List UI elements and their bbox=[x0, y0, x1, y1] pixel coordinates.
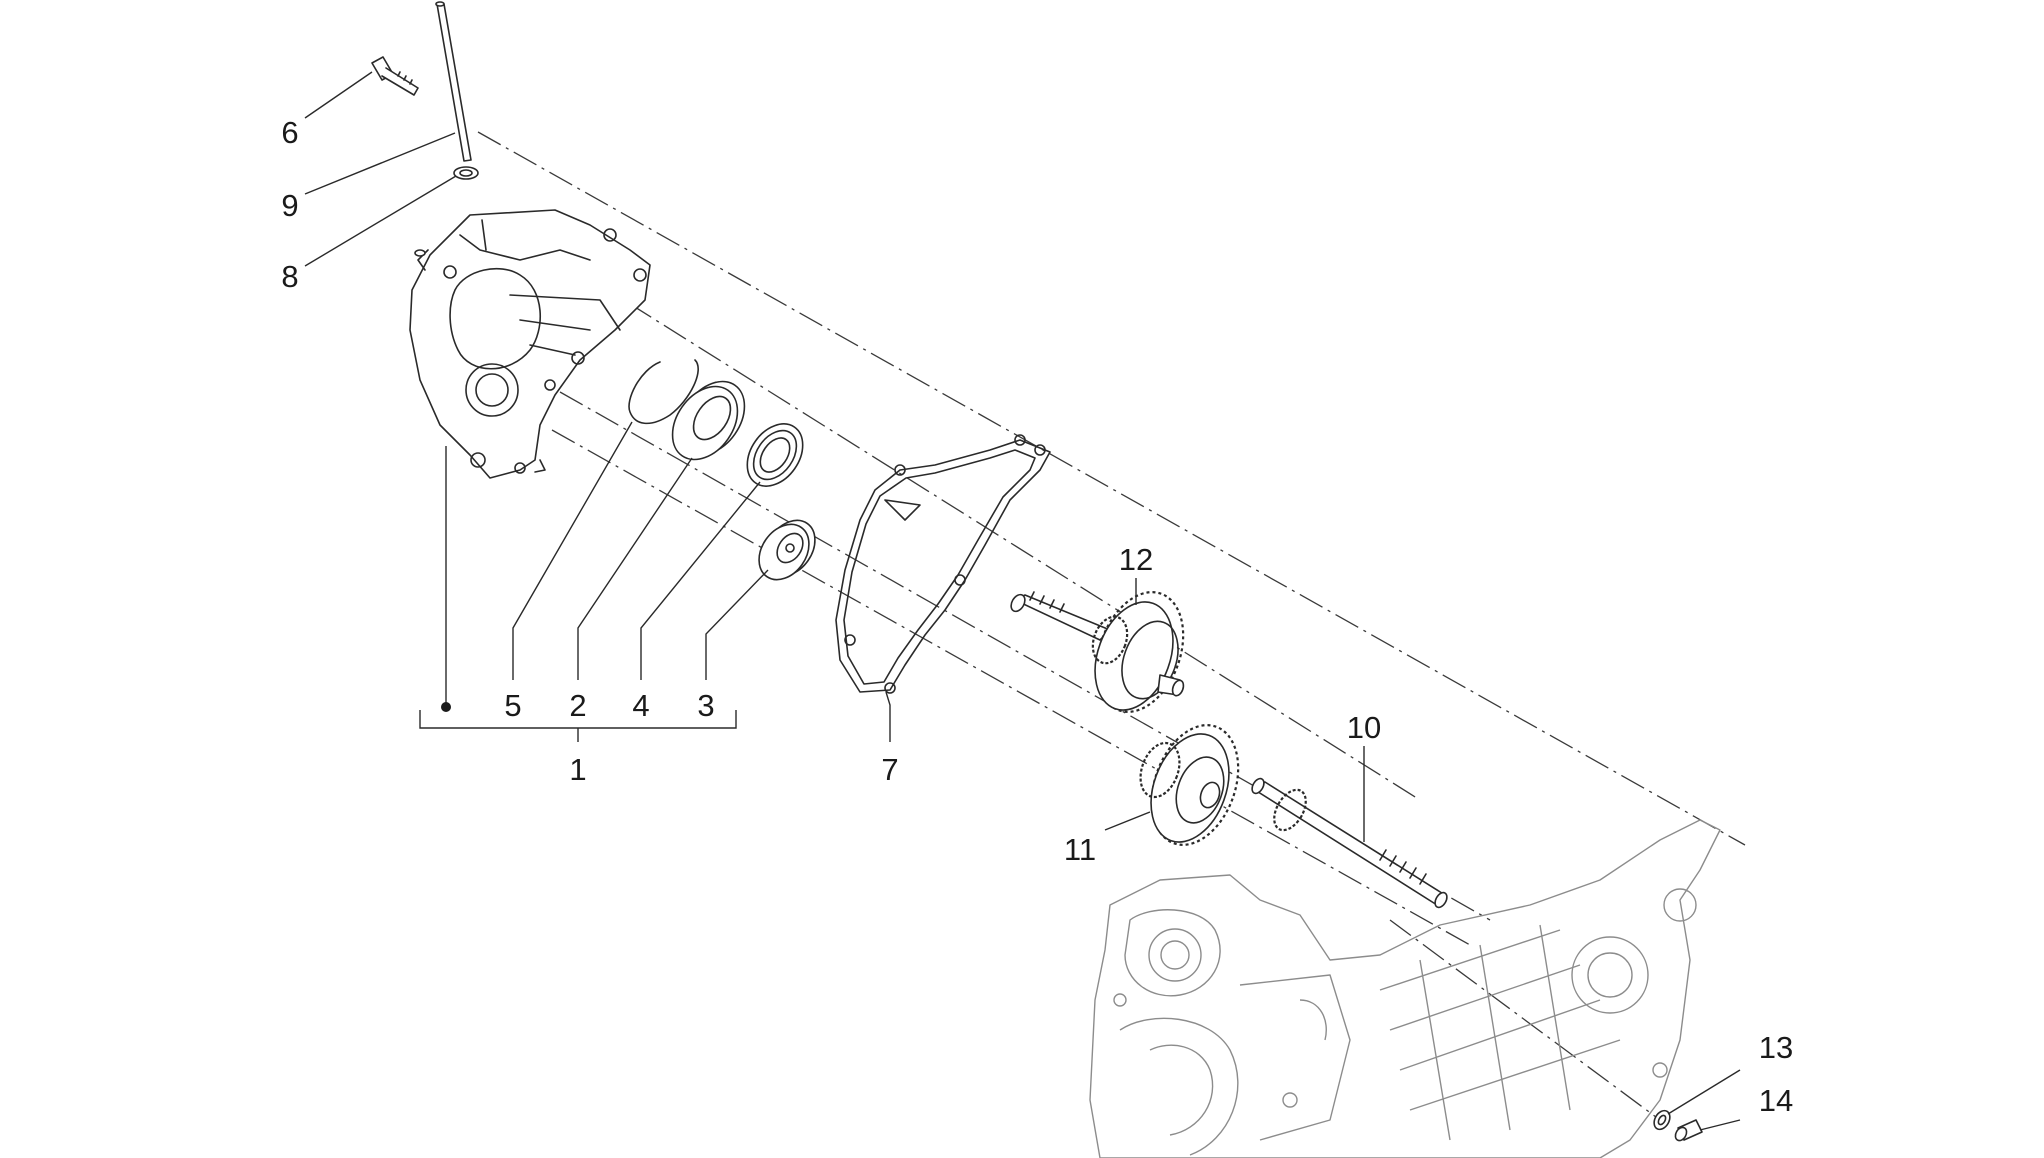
bearing-part-3 bbox=[758, 519, 816, 581]
leader-lines bbox=[304, 71, 1741, 1131]
callout-12: 12 bbox=[1119, 542, 1153, 577]
callout-6: 6 bbox=[281, 115, 298, 150]
callout-8: 8 bbox=[281, 259, 298, 294]
transmission-cover bbox=[409, 209, 651, 479]
bearing-part-2 bbox=[671, 380, 746, 461]
callout-9: 9 bbox=[281, 188, 298, 223]
seal-part-4 bbox=[746, 423, 804, 487]
assembly-axes bbox=[477, 131, 1746, 1121]
callout-10: 10 bbox=[1347, 710, 1381, 745]
gear-shaft-part-12 bbox=[1010, 591, 1185, 713]
callout-11: 11 bbox=[1064, 832, 1096, 867]
assembly-marker-dot bbox=[441, 702, 451, 712]
gear-part-11 bbox=[1139, 724, 1240, 846]
tube-part-9 bbox=[435, 1, 472, 162]
washer-part-13 bbox=[1653, 1109, 1671, 1131]
clip-part-8 bbox=[453, 166, 479, 180]
callout-1: 1 bbox=[569, 752, 586, 787]
callout-5: 5 bbox=[504, 688, 521, 723]
callout-13: 13 bbox=[1759, 1030, 1793, 1065]
circlip-part-5 bbox=[628, 359, 699, 425]
crankcase bbox=[1089, 819, 1721, 1158]
callout-2: 2 bbox=[569, 688, 586, 723]
screw-part-14 bbox=[1674, 1119, 1703, 1142]
callout-labels: 6 9 8 5 2 4 3 1 7 12 10 11 13 14 bbox=[281, 115, 1793, 1118]
callout-7: 7 bbox=[881, 752, 898, 787]
callout-3: 3 bbox=[697, 688, 714, 723]
gasket-part-7 bbox=[835, 434, 1051, 694]
callout-14: 14 bbox=[1759, 1083, 1793, 1118]
callout-4: 4 bbox=[632, 688, 649, 723]
bolt-part-6 bbox=[371, 56, 419, 96]
shaft-part-10 bbox=[1251, 777, 1448, 909]
